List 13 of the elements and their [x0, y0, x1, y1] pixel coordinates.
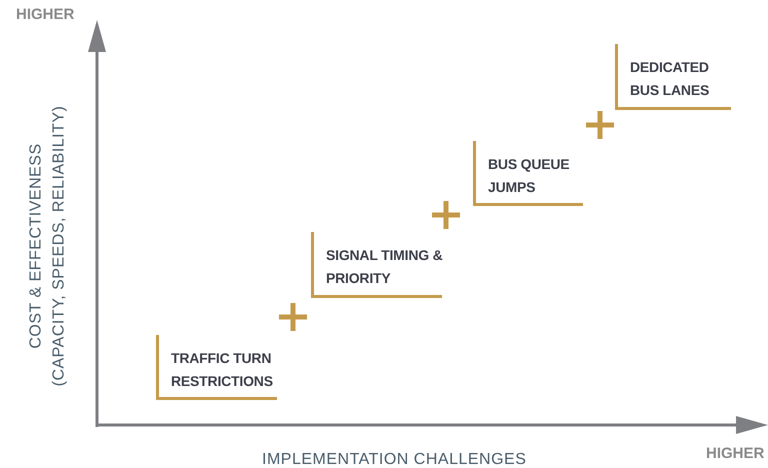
step-label: TRAFFIC TURN RESTRICTIONS: [171, 349, 274, 391]
axis-end-label: HIGHER: [16, 6, 74, 23]
step-bracket: [156, 335, 277, 400]
axis-end-label: HIGHER: [706, 445, 764, 462]
step-label: SIGNAL TIMING & PRIORITY: [326, 246, 444, 288]
step-bracket: [311, 232, 442, 298]
axis-title: IMPLEMENTATION CHALLENGES: [262, 451, 526, 468]
step-bracket: [473, 141, 583, 206]
step-label: DEDICATED BUS LANES: [630, 58, 710, 100]
axis-title: COST & EFFECTIVENESS: [27, 143, 46, 349]
axis-subtitle: (CAPACITY, SPEEDS, RELIABILITY): [50, 106, 68, 386]
step-label: BUS QUEUE JUMPS: [488, 155, 570, 197]
step-bracket: [615, 44, 731, 110]
